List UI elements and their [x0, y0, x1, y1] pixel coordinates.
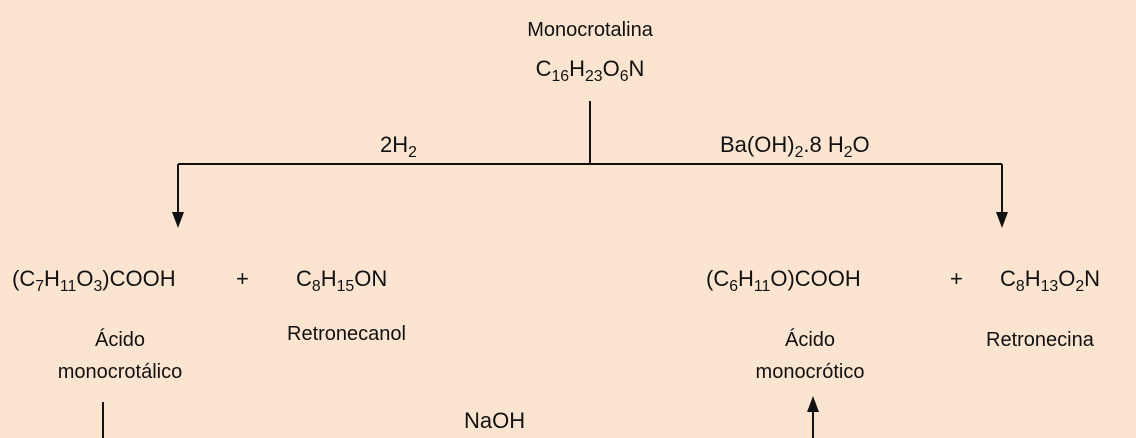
left-amine-formula: C8H15ON	[296, 266, 388, 295]
right-acid-formula: (C6H11O)COOH	[706, 266, 861, 295]
bottom-reagent: NaOH	[464, 408, 526, 433]
left-acid-formula: (C7H11O3)COOH	[12, 266, 176, 295]
right-plus-sign: +	[950, 266, 963, 291]
left-acid-name-line1: Ácido	[94, 329, 146, 351]
right-amine-name: Retronecina	[986, 329, 1094, 351]
left-plus-sign: +	[236, 266, 249, 291]
top-compound-formula: C16H23O6N	[535, 56, 645, 85]
top-compound-name: Monocrotalina	[527, 19, 653, 41]
right-acid-name-line1: Ácido	[784, 329, 836, 351]
right-arrowhead	[996, 212, 1008, 228]
bottom-right-arrowhead	[807, 396, 819, 412]
left-arrowhead	[172, 212, 184, 228]
reagent-right: Ba(OH)2.8 H2O	[720, 132, 870, 161]
right-amine-formula: C8H13O2N	[1000, 266, 1101, 295]
left-acid-name-line2: monocrotálico	[57, 361, 183, 383]
left-amine-name: Retronecanol	[287, 323, 406, 345]
right-acid-name-line2: monocrótico	[755, 361, 865, 383]
reagent-left: 2H2	[380, 132, 417, 161]
